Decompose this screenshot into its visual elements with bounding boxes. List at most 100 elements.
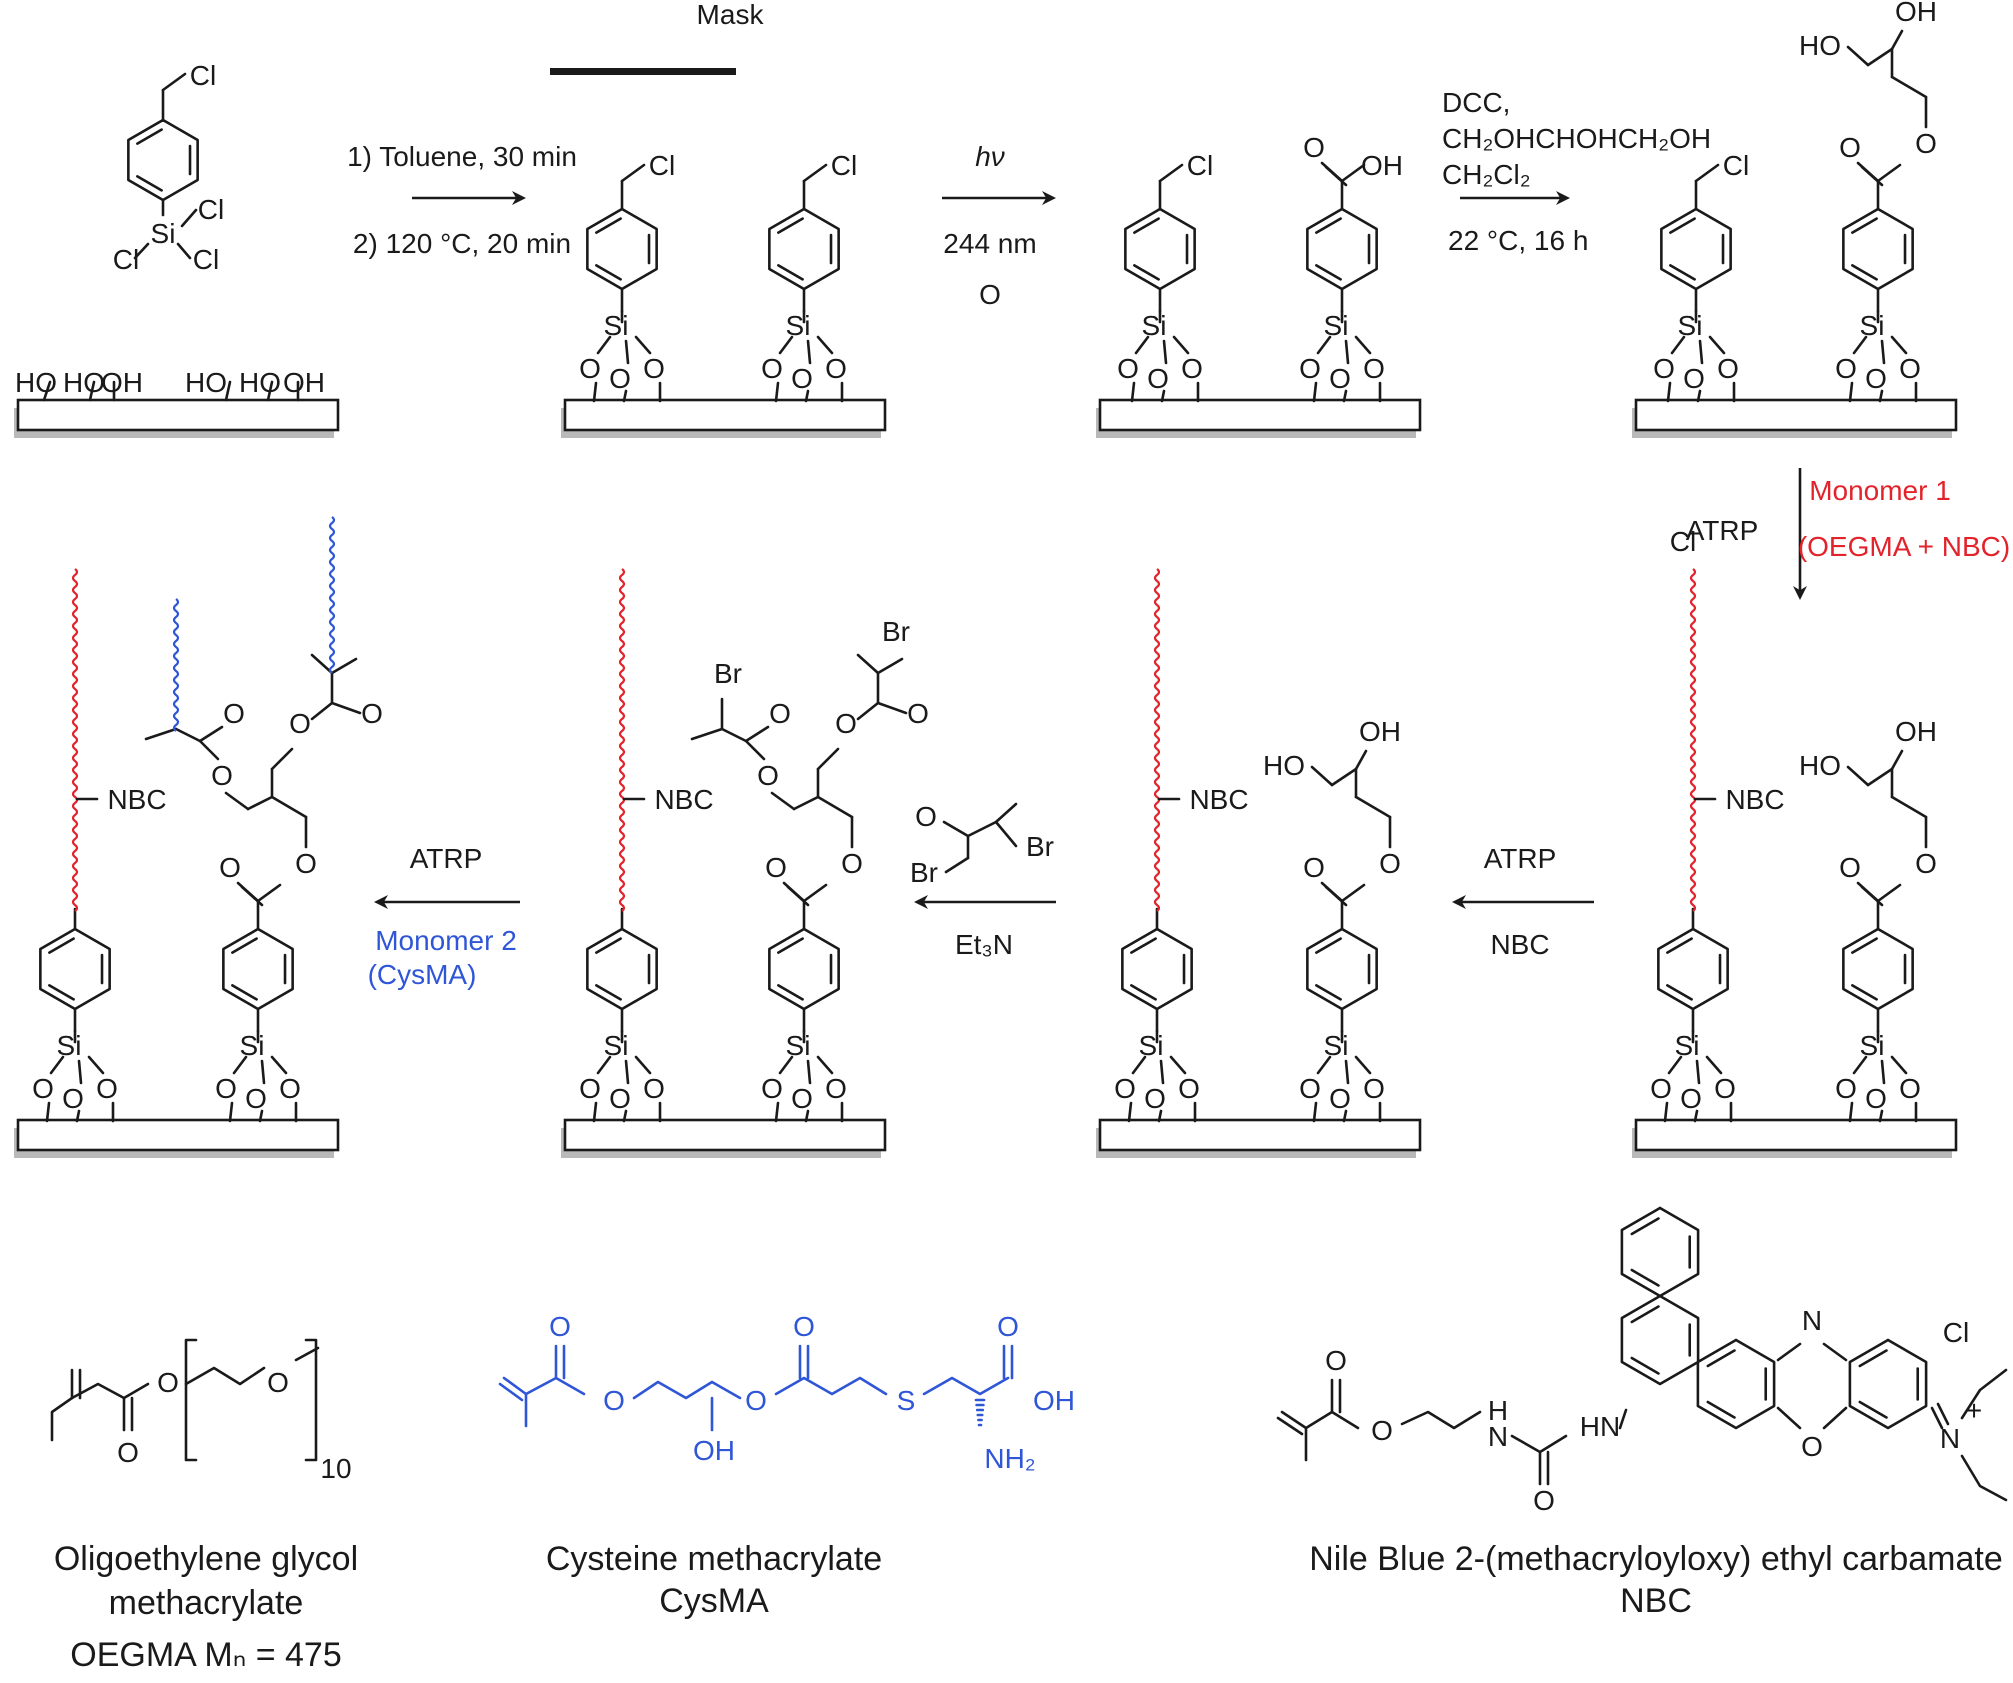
atom-label: O [1865, 1083, 1887, 1114]
condition-dcc: DCC, [1442, 87, 1510, 118]
atom-label: O [1835, 353, 1857, 384]
condition-1: 1) Toluene, 30 min [347, 141, 577, 172]
condition-wavelength: 244 nm [943, 228, 1036, 259]
nbc-unit: NBC [1725, 784, 1784, 815]
atom-label: O [1683, 363, 1705, 394]
atom-label: OH [1895, 0, 1937, 27]
atom-label: O [609, 363, 631, 394]
atom-label: O [1839, 132, 1861, 163]
condition-temperature: 22 °C, 16 h [1448, 225, 1588, 256]
atom-label: O [1915, 848, 1937, 879]
atom-label: O [1371, 1415, 1393, 1446]
atom-label: O [835, 708, 857, 739]
atom-label: O [267, 1367, 289, 1398]
atom-label: O [1533, 1485, 1555, 1516]
atom-label: O [1363, 1073, 1385, 1104]
atom-label: O [219, 852, 241, 883]
atom-label: Cl [113, 244, 139, 275]
atom-label: O [1303, 132, 1325, 163]
atom-label: Si [1324, 310, 1349, 341]
atom-label: O [761, 353, 783, 384]
atom-label: Si [1860, 310, 1885, 341]
atom-label: N [1802, 1305, 1822, 1336]
condition-solvent: CH₂Cl₂ [1442, 159, 1531, 190]
atom-label: Si [1324, 1030, 1349, 1061]
atom-label: Si [240, 1030, 265, 1061]
monomer-1-components: (OEGMA + NBC) [1798, 531, 2010, 562]
atom-label: Cl [1187, 150, 1213, 181]
atom-label: O [765, 852, 787, 883]
atom-label: O [643, 1073, 665, 1104]
atom-label: O [1915, 128, 1937, 159]
atom-label: O [361, 698, 383, 729]
atom-label: Si [1860, 1030, 1885, 1061]
nbc-unit: NBC [654, 784, 713, 815]
nbc-unit: NBC [1189, 784, 1248, 815]
mask-label: Mask [697, 0, 765, 30]
atom-label: O [1363, 353, 1385, 384]
atom-label: O [579, 1073, 601, 1104]
photomask: Mask [550, 0, 764, 75]
atom-label: Cl [831, 150, 857, 181]
atom-label: HO [1263, 750, 1305, 781]
atom-label: S [897, 1385, 916, 1416]
atom-label: O [1178, 1073, 1200, 1104]
atom-label: OH [101, 367, 143, 398]
atom-label: O [761, 1073, 783, 1104]
atom-label: O [289, 708, 311, 739]
atom-label: O [1329, 363, 1351, 394]
atom-label: HO [1799, 750, 1841, 781]
atom-label: O [1147, 363, 1169, 394]
atom-label: Cl [1943, 1317, 1969, 1348]
nbc-caption: NBC [1620, 1582, 1692, 1620]
atom-label: Cl [193, 244, 219, 275]
atom-label: O [1117, 353, 1139, 384]
atom-label: O [1379, 848, 1401, 879]
atom-label: Si [1142, 310, 1167, 341]
monomer-2-components: (CysMA) [368, 959, 477, 990]
atom-label: O [907, 698, 929, 729]
atom-label: O [1839, 852, 1861, 883]
atom-label: O [793, 1311, 815, 1342]
atom-label: O [1650, 1073, 1672, 1104]
atom-label: NH₂ [984, 1443, 1035, 1474]
atom-label: Cl [1670, 526, 1696, 557]
atom-label: Si [1675, 1030, 1700, 1061]
atom-label: HN [1580, 1411, 1620, 1442]
atom-label: O [1801, 1431, 1823, 1462]
atom-label: OH [693, 1435, 735, 1466]
atom-label: O [1714, 1073, 1736, 1104]
atom-label: OH [1359, 716, 1401, 747]
atom-label: Cl [649, 150, 675, 181]
atom-label: O [1717, 353, 1739, 384]
atom-label: Si [57, 1030, 82, 1061]
atom-label: Br [714, 658, 742, 689]
atom-label: Cl [190, 60, 216, 91]
monomer-1-label: Monomer 1 [1809, 475, 1951, 506]
condition-atrp: ATRP [410, 843, 483, 874]
atom-label: O [579, 353, 601, 384]
atom-label: Si [1678, 310, 1703, 341]
atom-label: O [1899, 1073, 1921, 1104]
atom-label: O [1299, 1073, 1321, 1104]
atom-label: Cl [198, 194, 224, 225]
atom-label: O [1329, 1083, 1351, 1114]
atom-label: O [549, 1311, 571, 1342]
atom-label: O [791, 363, 813, 394]
atom-label: Si [1139, 1030, 1164, 1061]
atom-label: N [1488, 1421, 1508, 1452]
oegma-caption: methacrylate [109, 1584, 304, 1622]
cysma-caption: CysMA [659, 1582, 769, 1620]
atom-label: O [1144, 1083, 1166, 1114]
mask-bar [550, 68, 736, 75]
atom-label: Br [910, 857, 938, 888]
atom-label: O [825, 353, 847, 384]
